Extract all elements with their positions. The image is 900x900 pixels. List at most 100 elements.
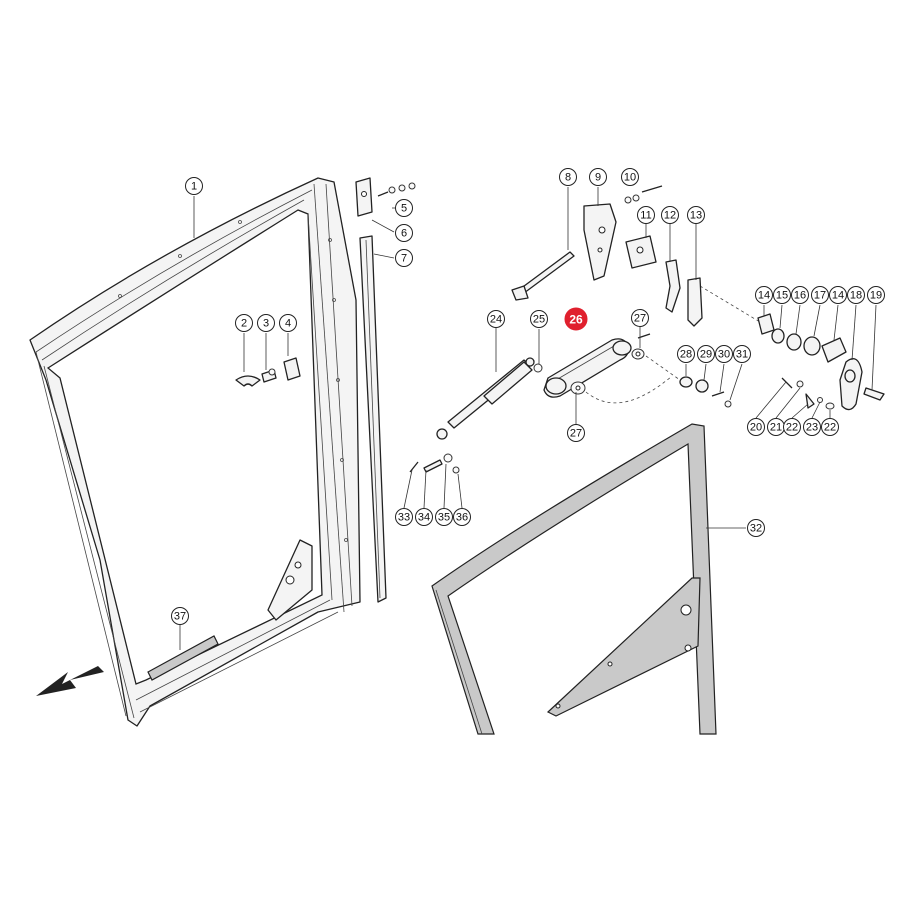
callout-circle	[811, 286, 829, 304]
callout-circle	[530, 310, 548, 328]
callout-part-13[interactable]: 13	[687, 206, 705, 224]
callout-part-27[interactable]: 27	[631, 309, 649, 327]
callout-part-26-highlighted[interactable]: 26	[564, 307, 588, 331]
direction-arrow-icon	[36, 666, 104, 696]
clip-parts-2-4	[235, 357, 301, 387]
callout-number: 25	[533, 314, 545, 326]
callout-part-32[interactable]: 32	[747, 519, 765, 537]
callout-part-15[interactable]: 15	[773, 286, 791, 304]
callout-circle	[697, 345, 715, 363]
callout-circle	[747, 418, 765, 436]
callout-part-29[interactable]: 29	[697, 345, 715, 363]
callout-part-2[interactable]: 2	[235, 314, 253, 332]
gas-strut	[436, 357, 535, 440]
callout-number: 32	[750, 523, 762, 535]
callout-number: 19	[870, 290, 882, 302]
callout-number: 17	[814, 290, 826, 302]
lock-lever-13	[687, 277, 703, 327]
callout-part-14[interactable]: 14	[755, 286, 773, 304]
callout-part-24[interactable]: 24	[487, 310, 505, 328]
callout-number: 10	[624, 172, 636, 184]
callout-part-8[interactable]: 8	[559, 168, 577, 186]
callout-circle	[733, 345, 751, 363]
callout-circle	[564, 307, 588, 331]
callout-number: 9	[595, 172, 601, 184]
door-glass-panel	[431, 423, 717, 735]
callout-part-4[interactable]: 4	[279, 314, 297, 332]
callout-circle	[677, 345, 695, 363]
callout-number: 30	[718, 349, 730, 361]
callout-circle	[755, 286, 773, 304]
callout-circle	[567, 424, 585, 442]
callout-part-33[interactable]: 33	[395, 508, 413, 526]
door-frame	[29, 177, 361, 727]
callout-part-34[interactable]: 34	[415, 508, 433, 526]
callout-number: 18	[850, 290, 862, 302]
callout-number: 27	[634, 313, 646, 325]
callout-number: 31	[736, 349, 748, 361]
callout-number: 11	[640, 210, 651, 222]
leader-lines	[179, 187, 877, 650]
callout-part-30[interactable]: 30	[715, 345, 733, 363]
callout-part-3[interactable]: 3	[257, 314, 275, 332]
callout-number: 27	[570, 428, 582, 440]
callout-circle	[847, 286, 865, 304]
callout-part-12[interactable]: 12	[661, 206, 679, 224]
callout-part-22[interactable]: 22	[783, 418, 801, 436]
callout-part-19[interactable]: 19	[867, 286, 885, 304]
callout-circle	[395, 249, 413, 267]
callout-circle	[395, 224, 413, 242]
callout-circle	[279, 314, 297, 332]
callout-circle	[589, 168, 607, 186]
callout-number: 21	[770, 422, 782, 434]
lock-fasteners	[679, 376, 732, 408]
callout-part-20[interactable]: 20	[747, 418, 765, 436]
callout-part-16[interactable]: 16	[791, 286, 809, 304]
callout-number: 12	[664, 210, 676, 222]
latch-mechanism	[625, 235, 657, 269]
callout-part-5[interactable]: 5	[395, 199, 413, 217]
callout-part-11[interactable]: 11	[637, 206, 655, 224]
callout-part-36[interactable]: 36	[453, 508, 471, 526]
callout-circle	[715, 345, 733, 363]
callout-circle	[453, 508, 471, 526]
callout-number: 14	[832, 290, 844, 302]
assembly-lines	[585, 285, 761, 404]
callout-circle	[803, 418, 821, 436]
callout-part-1[interactable]: 1	[185, 177, 203, 195]
callout-circle	[631, 309, 649, 327]
callout-circle	[747, 519, 765, 537]
callout-part-14[interactable]: 14	[829, 286, 847, 304]
callout-part-23[interactable]: 23	[803, 418, 821, 436]
callout-number: 4	[285, 318, 291, 330]
callout-part-31[interactable]: 31	[733, 345, 751, 363]
callout-part-18[interactable]: 18	[847, 286, 865, 304]
callout-number: 34	[418, 512, 430, 524]
seal-strip-37	[147, 635, 219, 681]
callout-circle	[791, 286, 809, 304]
callout-part-10[interactable]: 10	[621, 168, 639, 186]
callout-part-35[interactable]: 35	[435, 508, 453, 526]
callout-circle	[415, 508, 433, 526]
callout-part-9[interactable]: 9	[589, 168, 607, 186]
callout-part-27[interactable]: 27	[567, 424, 585, 442]
callout-part-21[interactable]: 21	[767, 418, 785, 436]
callout-circle	[821, 418, 839, 436]
callout-number: 20	[750, 422, 762, 434]
callout-number: 16	[794, 290, 806, 302]
callout-number: 37	[174, 611, 186, 623]
callout-part-6[interactable]: 6	[395, 224, 413, 242]
callout-circle	[661, 206, 679, 224]
strut-fasteners	[409, 453, 460, 474]
lock-bolt-10	[624, 185, 663, 204]
callout-part-7[interactable]: 7	[395, 249, 413, 267]
callout-part-22[interactable]: 22	[821, 418, 839, 436]
callout-part-37[interactable]: 37	[171, 607, 189, 625]
callout-part-25[interactable]: 25	[530, 310, 548, 328]
rubber-strip-7	[359, 235, 387, 603]
callout-part-28[interactable]: 28	[677, 345, 695, 363]
callout-part-17[interactable]: 17	[811, 286, 829, 304]
